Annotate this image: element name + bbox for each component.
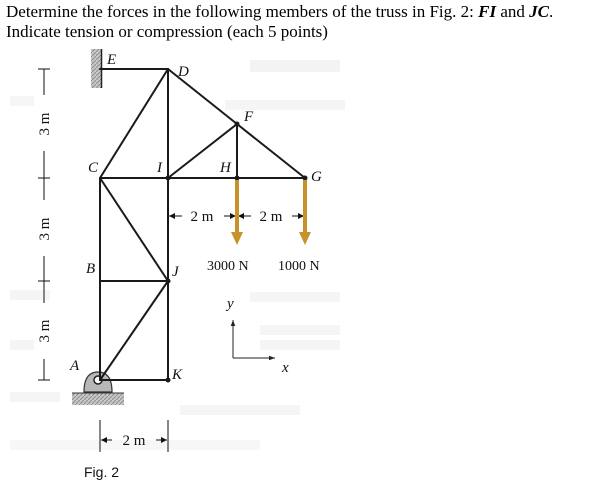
node-label-d: D [177, 64, 189, 80]
base-dim-label: 2 m [123, 433, 146, 449]
base-dimension [99, 420, 169, 452]
joints [165, 121, 308, 383]
node-label-j: J [172, 264, 180, 280]
member-fg [236, 123, 306, 179]
dim-gap-top [34, 95, 54, 151]
node-label-b: B [86, 261, 95, 277]
member-aj [99, 280, 169, 381]
dim-gap-mid [34, 200, 54, 256]
problem-statement: Determine the forces in the following me… [6, 2, 601, 42]
member-df [167, 68, 238, 125]
question-and: and [496, 2, 530, 21]
dim-label-bottom: 3 m [37, 319, 53, 342]
dim-label-top: 3 m [37, 112, 53, 135]
axis-label-y: y [225, 296, 234, 312]
node-label-e: E [106, 52, 116, 68]
node-label-a: A [69, 358, 80, 374]
node-label-g: G [311, 169, 322, 185]
node-label-k: K [171, 367, 183, 383]
member-cd [99, 68, 169, 179]
truss-members [99, 68, 306, 381]
span-label-1: 2 m [191, 209, 214, 225]
question-text: Determine the forces in the following me… [6, 2, 479, 21]
node-label-c: C [88, 160, 99, 176]
coordinate-axes [230, 320, 275, 361]
axis-label-x: x [281, 360, 289, 376]
member-jc-line [99, 177, 169, 282]
load-label-1000: 1000 N [278, 259, 320, 274]
load-arrows [231, 180, 311, 245]
node-label-f: F [243, 109, 254, 125]
ghost-background-text [10, 60, 345, 450]
node-label-h: H [219, 160, 232, 176]
problem-line-1: Determine the forces in the following me… [6, 2, 601, 22]
member-fi-line [167, 123, 238, 179]
load-label-3000: 3000 N [207, 259, 249, 274]
dim-gap-bottom [34, 303, 54, 359]
member-fi: FI [478, 2, 497, 21]
problem-line-2: Indicate tension or compression (each 5 … [6, 22, 328, 41]
dim-label-mid: 3 m [37, 217, 53, 240]
node-label-i: I [156, 160, 163, 176]
span-label-2: 2 m [260, 209, 283, 225]
member-jc: JC [529, 2, 549, 21]
figure-caption: Fig. 2 [84, 464, 119, 480]
question-period: . [548, 2, 554, 21]
pin-support-a [72, 371, 124, 405]
